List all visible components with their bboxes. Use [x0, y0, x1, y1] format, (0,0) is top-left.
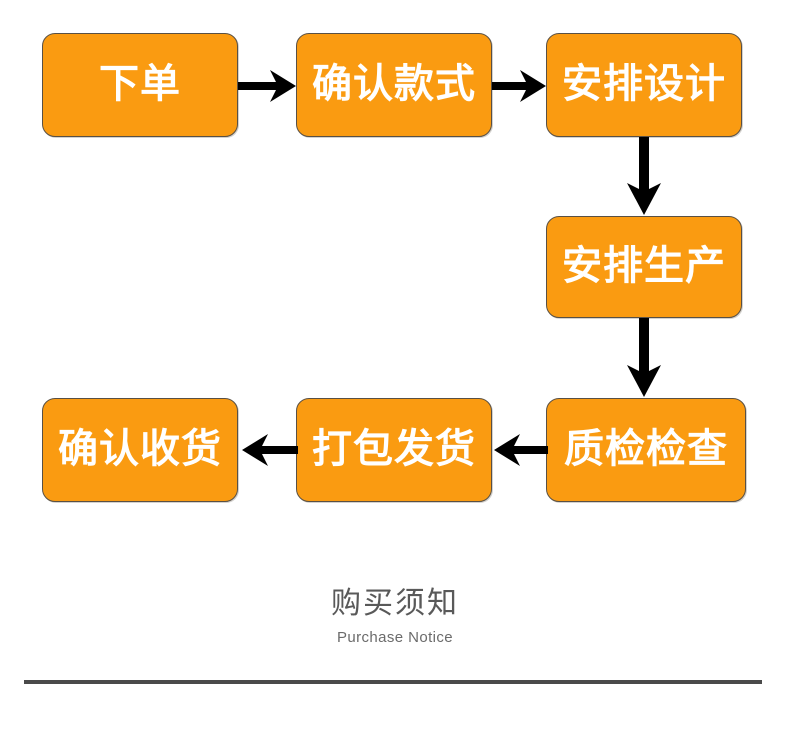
- flow-node-inspection-label: 质检检查: [564, 427, 728, 471]
- footer-divider: [24, 680, 762, 684]
- flow-node-received[interactable]: 确认收货: [42, 398, 238, 502]
- footer-heading-block: 购买须知 Purchase Notice: [0, 584, 790, 650]
- flow-node-design[interactable]: 安排设计: [546, 33, 742, 137]
- arrow-order-to-confirm-style-icon: [238, 70, 296, 102]
- flow-node-shipping-label: 打包发货: [312, 427, 476, 471]
- arrow-inspection-to-shipping-icon: [494, 434, 548, 466]
- flow-node-design-label: 安排设计: [562, 62, 726, 106]
- flow-node-confirm-style[interactable]: 确认款式: [296, 33, 492, 137]
- flow-node-production-label: 安排生产: [562, 244, 726, 288]
- footer-title-english: Purchase Notice: [336, 629, 454, 646]
- flow-node-order-label: 下单: [99, 62, 181, 106]
- flow-node-received-label: 确认收货: [58, 427, 222, 471]
- flow-node-confirm-style-label: 确认款式: [312, 62, 476, 106]
- flow-node-order[interactable]: 下单: [42, 33, 238, 137]
- footer-title-chinese: 购买须知: [331, 587, 459, 620]
- arrow-shipping-to-received-icon: [242, 434, 298, 466]
- flow-node-shipping[interactable]: 打包发货: [296, 398, 492, 502]
- arrow-production-to-inspection-icon: [627, 318, 661, 397]
- arrow-design-to-production-icon: [627, 137, 661, 215]
- arrow-confirm-style-to-design-icon: [492, 70, 546, 102]
- flow-node-production[interactable]: 安排生产: [546, 216, 742, 318]
- flow-node-inspection[interactable]: 质检检查: [546, 398, 746, 502]
